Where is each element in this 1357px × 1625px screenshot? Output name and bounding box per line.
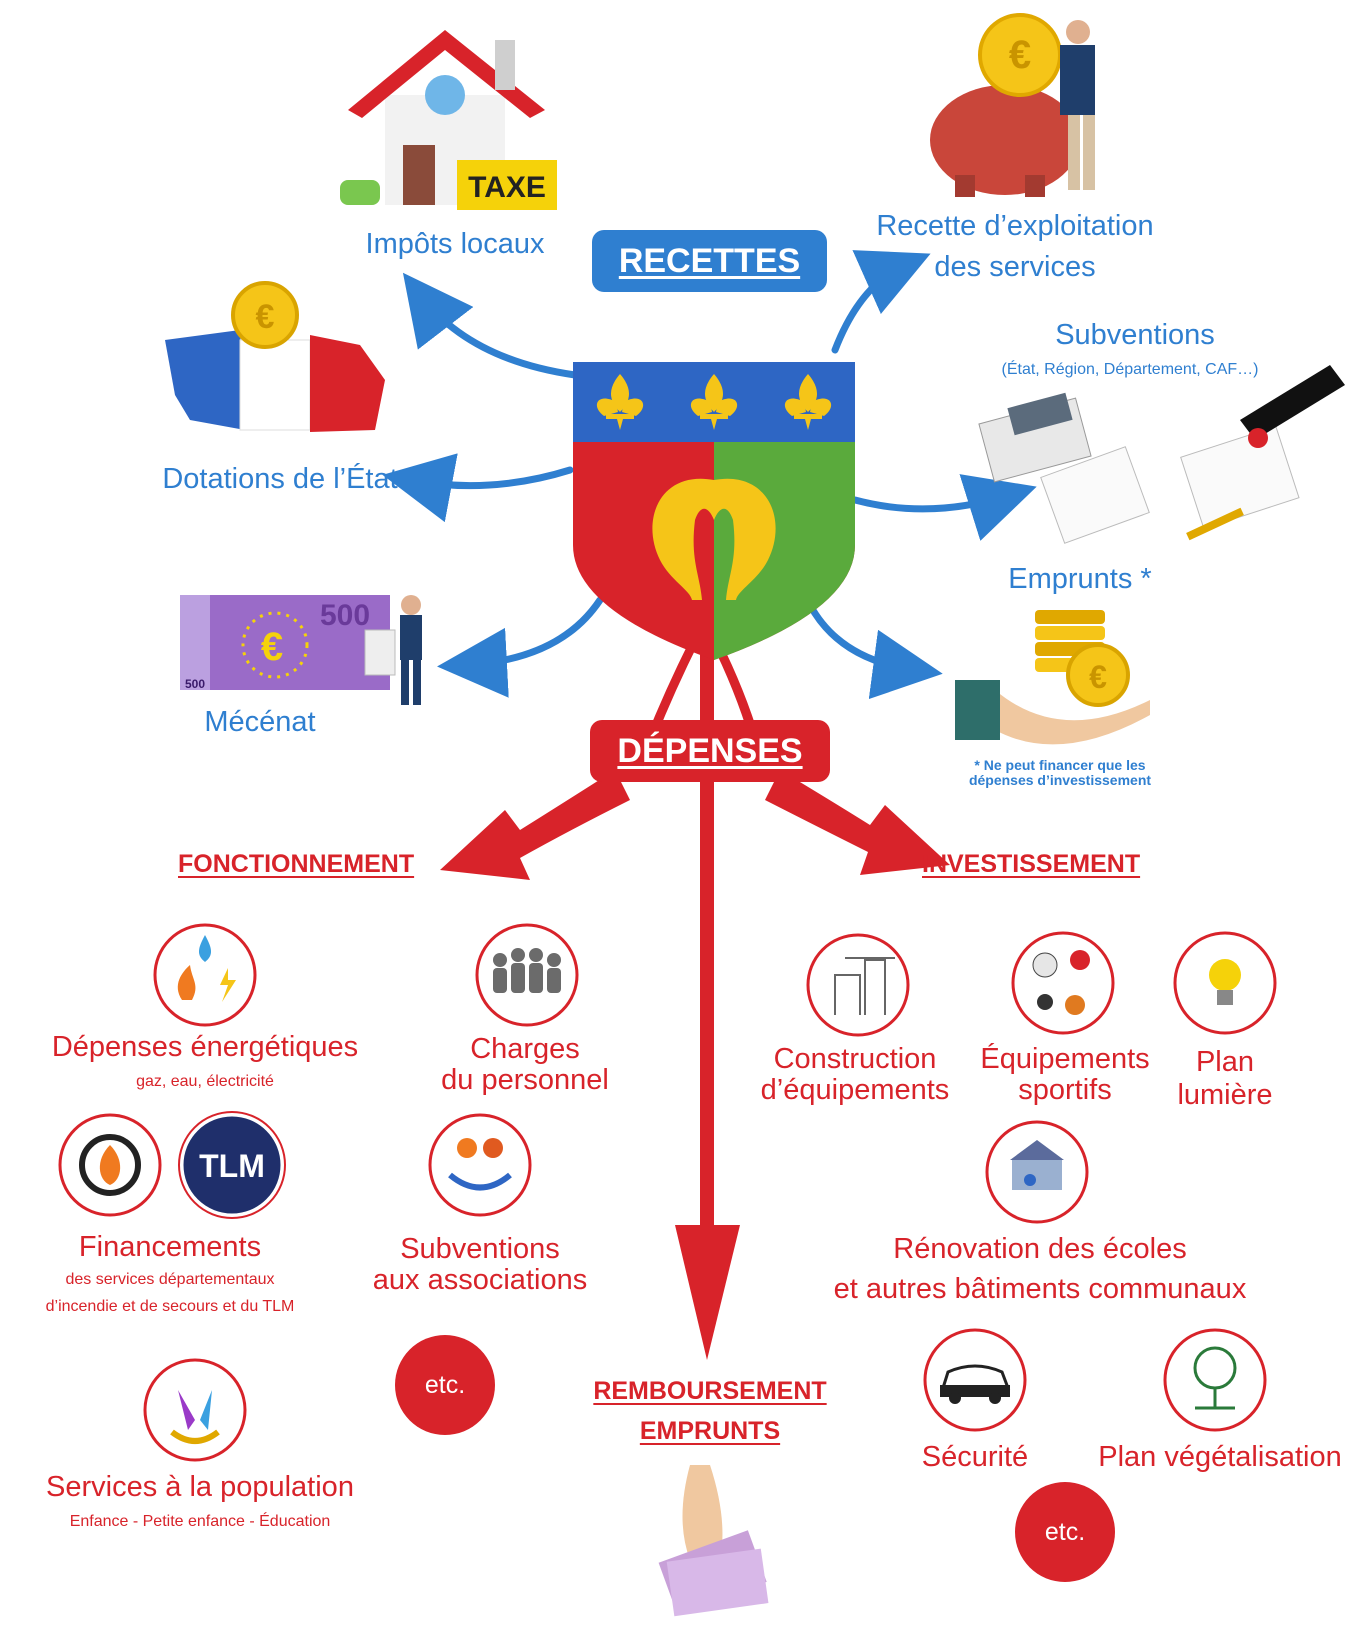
emprunts-label: Emprunts * (1008, 563, 1152, 595)
coat-of-arms (573, 362, 855, 660)
arrow-to-fonctionnement (440, 770, 630, 880)
personnel-label-2: du personnel (441, 1064, 609, 1096)
arrow-to-subventions (851, 474, 1037, 541)
tlm-logo-text: TLM (199, 1148, 265, 1184)
population-label: Services à la population (46, 1471, 354, 1503)
energie-label: Dépenses énergétiques (51, 1031, 359, 1063)
taxe-sign: TAXE (468, 171, 546, 204)
sportifs-label-2: sportifs (1018, 1074, 1112, 1106)
svg-text:€: € (1089, 659, 1107, 695)
depenses-title: DÉPENSES (590, 720, 830, 782)
recettes-arrows (382, 250, 1037, 700)
fonctionnement-etc: etc. (395, 1335, 495, 1435)
financements-detail-2: d’incendie et de secours et du TLM (45, 1298, 295, 1315)
recette-exploitation-label-2: des services (934, 251, 1096, 283)
arrow-to-mecenat (437, 596, 604, 698)
associations-icon (428, 1113, 532, 1217)
energie-detail: gaz, eau, électricité (136, 1073, 274, 1090)
tlm-logo (180, 1113, 284, 1217)
sportifs-label-1: Équipements (980, 1043, 1150, 1075)
fonctionnement-heading: FONCTIONNEMENT (178, 850, 415, 878)
subventions-label: Subventions (1055, 319, 1215, 351)
arrow-to-exploitation (831, 250, 931, 354)
impots-locaux-label: Impôts locaux (365, 228, 545, 260)
sports-icon (1011, 931, 1115, 1035)
remboursement-heading-2: EMPRUNTS (639, 1417, 781, 1445)
emprunts-note-1: * Ne peut financer que les (974, 757, 1146, 773)
securite-label: Sécurité (921, 1441, 1029, 1473)
construction-label-1: Construction (773, 1043, 937, 1075)
mecenat-label: Mécénat (204, 706, 316, 738)
arrow-to-emprunts (806, 601, 943, 700)
banknote-value-small: 500 (185, 677, 205, 691)
remboursement-heading-1: REMBOURSEMENT (593, 1377, 827, 1405)
population-icon (143, 1358, 247, 1462)
svg-text:€: € (256, 298, 275, 336)
energy-icon (153, 923, 257, 1027)
house-icon (340, 30, 557, 210)
recette-exploitation-label-1: Recette d’exploitation (876, 210, 1154, 242)
banknote-icon: € (180, 595, 422, 705)
svg-text:€: € (261, 625, 283, 669)
construction-icon (806, 933, 910, 1037)
lumiere-label-1: Plan (1195, 1046, 1255, 1078)
arrow-head-remboursement (675, 1225, 740, 1360)
associations-label-1: Subventions (400, 1233, 560, 1265)
arrow-to-impots (402, 272, 579, 379)
population-detail: Enfance - Petite enfance - Éducation (69, 1513, 331, 1530)
vegetalisation-label: Plan végétalisation (1098, 1441, 1342, 1473)
recettes-title: RECETTES (592, 230, 827, 292)
investissement-heading: INVESTISSEMENT (922, 850, 1141, 878)
arrow-to-investissement (765, 770, 950, 875)
financements-detail-1: des services départementaux (65, 1271, 275, 1288)
banknote-value: 500 (320, 599, 370, 632)
staff-icon (475, 923, 579, 1027)
emprunts-note-2: dépenses d’investissement (968, 772, 1152, 788)
lumiere-label-2: lumière (1177, 1079, 1273, 1111)
renovation-label-2: et autres bâtiments communaux (833, 1273, 1247, 1305)
arrow-to-dotations (382, 453, 574, 523)
piggy-bank-icon: € (930, 13, 1095, 197)
arrow-shaft-central (700, 640, 714, 1230)
financements-label: Financements (78, 1231, 262, 1263)
documents-icon (978, 365, 1345, 544)
svg-text:€: € (1009, 33, 1031, 77)
france-map-icon: € (165, 281, 385, 432)
hand-coins-icon: € (955, 610, 1150, 745)
renovation-label-1: Rénovation des écoles (893, 1233, 1187, 1265)
hand-money-icon (658, 1465, 769, 1617)
tree-icon (1163, 1328, 1267, 1432)
construction-label-2: d’équipements (760, 1074, 950, 1106)
depenses-arrows (440, 640, 950, 1360)
personnel-label-1: Charges (470, 1033, 580, 1065)
investissement-etc: etc. (1015, 1482, 1115, 1582)
associations-label-2: aux associations (372, 1264, 588, 1296)
dotations-label: Dotations de l’État (162, 463, 398, 495)
subventions-detail: (État, Région, Département, CAF…) (1001, 361, 1259, 378)
